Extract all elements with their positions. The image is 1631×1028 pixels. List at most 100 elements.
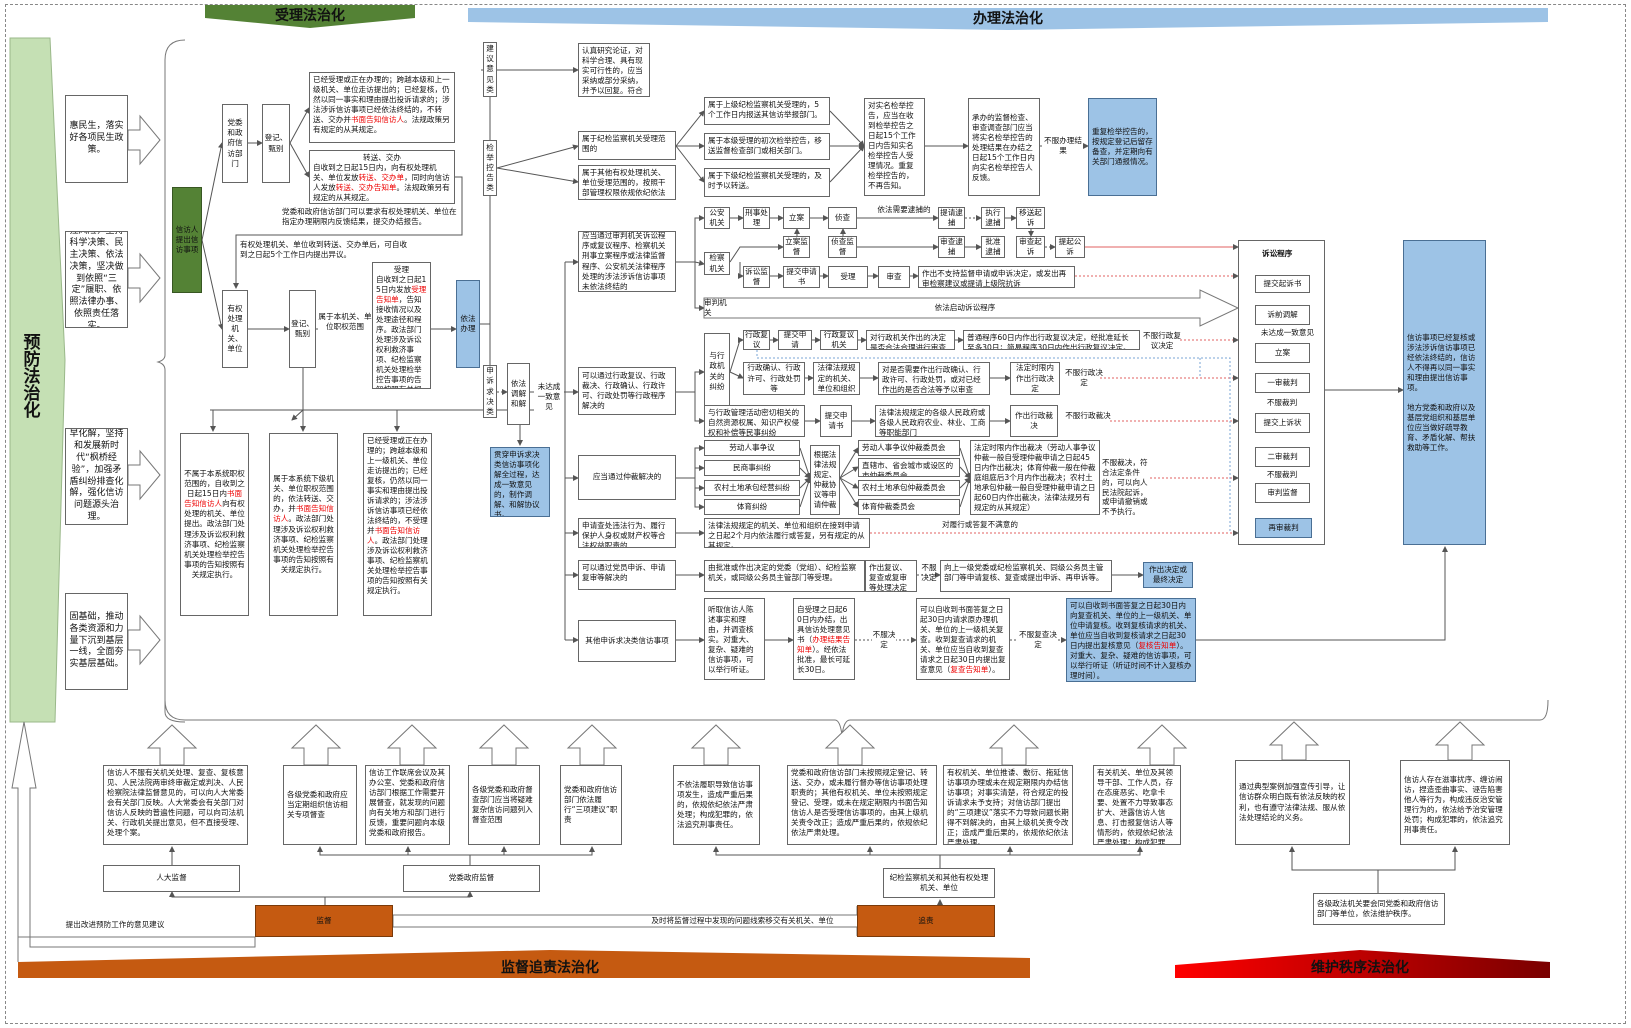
lower-level-box: 属于下级纪检监察机关受理的，及时予以转送。 (704, 168, 830, 197)
arb-body: 劳动人事争议仲裁委员会 (858, 440, 960, 456)
category-advice: 建议意见类 (483, 42, 497, 97)
mediation-box: 依法调解和解 (507, 363, 530, 425)
review-arrest-box: 审查逮捕 (938, 236, 965, 258)
lawful-handling-box: 依法办理 (456, 280, 480, 368)
prevention-box: 控风险，坚持科学决策、民主决策、依法决策，坚决做到依照“三定”履职、依照法律办事… (65, 231, 128, 328)
filing-supervise-box: 立案监督 (783, 236, 810, 258)
text: ，告知接收情况以及处理途径和程序。政法部门处理涉及诉讼权利救济事项、纪检监察机关… (376, 295, 422, 388)
accountability-box: 有权机关、单位推诿、敷衍、拖延信访事项办理或未在规定期限内办结信访事项；对事实清… (943, 765, 1073, 845)
hear-box: 听取信访人陈述事实和理由，并调查核实。对重大、复杂、疑难的信访事项，可以举行听证… (704, 598, 765, 680)
handle-banner: 办理法治化 (973, 11, 1043, 27)
litigation-route-box: 应当通过审判机关诉讼程序或复议程序、检察机关刑事立案程序或法律监督程序、公安机关… (578, 231, 676, 292)
text: ）。经依法批准，最长可延长30日。 (797, 645, 851, 675)
duty-route-box: 申请查处违法行为、履行保护人身权或财产权等合法权益职责的 (578, 518, 676, 548)
order-banner-shape (1175, 950, 1550, 978)
prevention-arrows (127, 114, 161, 666)
recheck-box: 可以自收到书面答复之日起30日内请求原办理机关、单位的上一级机关复查。收到复查请… (916, 598, 1010, 680)
party-accept-box: 由批准或作出决定的党委（党组）、纪检监察机关，或同级公务员主管部门等受理。 (704, 560, 865, 592)
feedback-note: 党委和政府信访部门可以要求有权处理机关、单位在指定办理期限内反馈结果，提交办结报… (282, 207, 457, 226)
arb-type: 农村土地承包经营纠纷 (704, 480, 800, 496)
confirm-review-box: 对是否需要作出行政确认、行政许可、行政处罚，或对已经作出的是否合法等予以审查 (878, 362, 990, 395)
supervision-box: 信访人不服有关机关处理、复查、复核意见、人民法院两审终审裁定或判决、人民检察院法… (103, 765, 248, 845)
submit-app2-box: 提交申请书 (820, 405, 852, 437)
public-prosecute-box: 提起公诉 (1055, 236, 1085, 258)
prevent-banner-shape (9, 37, 66, 723)
text: 。法规政策另有规定的从其规定。 (313, 183, 450, 203)
dis-review-label: 不服行政复议决定 (1143, 331, 1181, 350)
review-organ-box: 行政复议机关 (820, 330, 858, 350)
red-text: 书面告知信访人 (184, 489, 243, 509)
admin-route-box: 可以通过行政复议、行政裁决、行政确认、行政许可、行政处罚等行政程序解决的 (578, 367, 676, 415)
lower-scope-box: 属于本系统下级机关、单位职权范围的，依法转送、交办，并书面告知信访人。政法部门处… (269, 433, 338, 616)
dis-arb-label: 不服裁决，符合法定条件的，可以向人民法院起诉，或申请撤销或不予执行。 (1102, 458, 1148, 517)
need-arrest-label: 依法需要逮捕的 (877, 205, 931, 214)
red-text: 书面告知信访人 (350, 115, 405, 125)
arb-period-box: 法定时限内作出裁决（劳动人事争议仲裁一般自受理仲裁申请之日起45日内作出裁决；体… (970, 440, 1100, 515)
up-arrows (11, 721, 1486, 962)
prevention-box: 惠民生，落实好各项民生政策。 (65, 95, 128, 183)
undertake-box: 承办的监督检查、审查调查部门应当将实名检举控告的处理结果在办结之日起15个工作日… (968, 98, 1040, 196)
supervise-banner: 监督追责法治化 (501, 960, 599, 976)
lit-step: 提交上诉状 (1255, 413, 1310, 433)
court-big-arrow (703, 289, 1240, 327)
prevention-box: 固基础，推动各类资源和力量下沉到基层一线，全面夯实基层基础。 (65, 593, 128, 690)
text: 自收到之日起15日内发放 (376, 275, 427, 295)
admin-dispute-box: 与行政机关的纠纷 (704, 333, 730, 410)
dis-duty-label: 对履行或答复不满意的 (942, 520, 1018, 529)
title: 受理 (393, 265, 410, 274)
supervision-box: 各级党委和政府督查部门应当将疑难复杂信访问题列入督查范围 (468, 765, 540, 845)
accept-box: 受理自收到之日起15日内发放受理告知单，告知接收情况以及处理途径和程序。政法部门… (372, 262, 431, 389)
admin-confirm-box: 行政确认、行政许可、行政处罚等 (743, 362, 805, 395)
order-box: 信访人存在滋事扰序、缠访闹访，捏造歪曲事实、诬告陷害他人等行为，构成违反治安管理… (1400, 760, 1510, 845)
within60-box: 自受理之日起60日内办结，出具信访处理意见书（办理结果告知单）。经依法批准，最长… (793, 598, 855, 680)
upper-level-box: 属于上级纪检监察机关受理的，5个工作日内报送其信访举报部门。 (704, 97, 830, 125)
other-route-box: 其他申诉求决类信访事项 (578, 620, 676, 662)
party-gov-supervision-box: 党委政府监督 (403, 865, 540, 892)
reject-box: 已经受理或正在办理的；跨越本级和上一级机关、单位走访提出的；已经复核，仍然以同一… (309, 72, 455, 143)
title: 转送、交办 (363, 153, 401, 162)
red-text: 书面告知信访人 (273, 504, 334, 524)
local-work-text: 地方党委和政府以及基层党组织和基层单位应当做好疏导教育、矛盾化解、帮扶救助等工作… (1407, 403, 1476, 453)
legal-time-decision-box: 法定时限内作出行政决定 (1010, 362, 1060, 395)
supervise-box: 监督 (255, 905, 393, 937)
lit-step: 一审裁判 (1255, 373, 1310, 393)
text: 自受理之日起60日内办结，出具信访处理意见书（ (797, 605, 851, 645)
make-ruling-box: 作出行政裁决 (1010, 405, 1058, 437)
procuratorate-box: 检察机关 (704, 252, 730, 275)
transfer-clues-label: 及时将监督过程中发现的问题线索移交有关机关、单位 (651, 916, 834, 925)
repeat-report-box: 重复检举控告的，按规定登记后留存备查，并定期向有关部门通报情况。 (1088, 98, 1157, 196)
review-period-box: 普通程序60日内作出行政复议决定，经批准延长至多30日；简易程序30日内作出行政… (963, 330, 1140, 350)
register-box: 登记、甄别 (262, 104, 290, 183)
supervision-box: 党委和政府信访部门依法履行“三项建议”职责 (560, 765, 622, 845)
category-report: 检举控告类 (483, 140, 497, 196)
accountable-box: 追责 (857, 905, 995, 937)
no-agreement-label: 未达成一致意见 (534, 382, 564, 412)
red-text: 转送、交办告知单 (335, 183, 397, 193)
civil-dispute-box: 与行政管理活动密切相关的自然资源权属、知识产权侵权和补偿等民事纠纷 (704, 405, 805, 437)
court-label: 审判机关 (704, 298, 727, 317)
mediation-throughout-box: 贯穿申诉求决类信访事项化解全过程，达成一致意见的，制作调解、和解协议书。 (490, 447, 550, 517)
order-box: 通过典型案例加强宣传引导，让信访群众明白既有依法反映的权利，也有遵守法律法规、服… (1235, 760, 1350, 845)
dissatisfied-result-label: 不服办理结果 (1044, 136, 1082, 156)
legal-org-box: 法律法规规定的机关、单位和组织 (813, 362, 860, 395)
order-banner: 维护秩序法治化 (1311, 960, 1409, 976)
lit-step: 立案 (1255, 343, 1310, 363)
suggest-label: 提出改进预防工作的意见建议 (65, 920, 165, 929)
report-jijian-box: 属于纪检监察机关受理范围的 (578, 131, 676, 160)
arb-type: 民商事纠纷 (704, 460, 800, 476)
red-text: 转送、交办单 (358, 173, 405, 183)
lit-step: 二审裁判 (1255, 447, 1310, 467)
register-box: 登记、甄别 (289, 290, 316, 368)
accountability-box: 有关机关、单位及其领导干部、工作人员，存在态度恶劣、吃拿卡要、处置不力导致事态扩… (1093, 765, 1181, 845)
petitioner-box: 信访人提出信访事项 (172, 187, 202, 293)
accept-box-2: 受理 (828, 266, 868, 288)
panel-title: 诉讼程序 (1262, 249, 1293, 258)
request-arrest-box: 提请逮捕 (938, 207, 965, 229)
accountability-box: 党委和政府信访部门未按照规定登记、转送、交办，或未履行督办等信访事项处理职责的；… (787, 765, 937, 845)
arb-type: 劳动人事争议 (704, 440, 800, 456)
text: 已经受理或正在办理的；跨越本级和上一级机关、单位走访提出的；已经复核，仍然以同一… (367, 436, 428, 536)
lit-step: 诉前调解 (1255, 305, 1310, 325)
criminal-box: 刑事处理 (743, 207, 770, 229)
dis-decision3-label: 不服决定 (872, 630, 896, 650)
